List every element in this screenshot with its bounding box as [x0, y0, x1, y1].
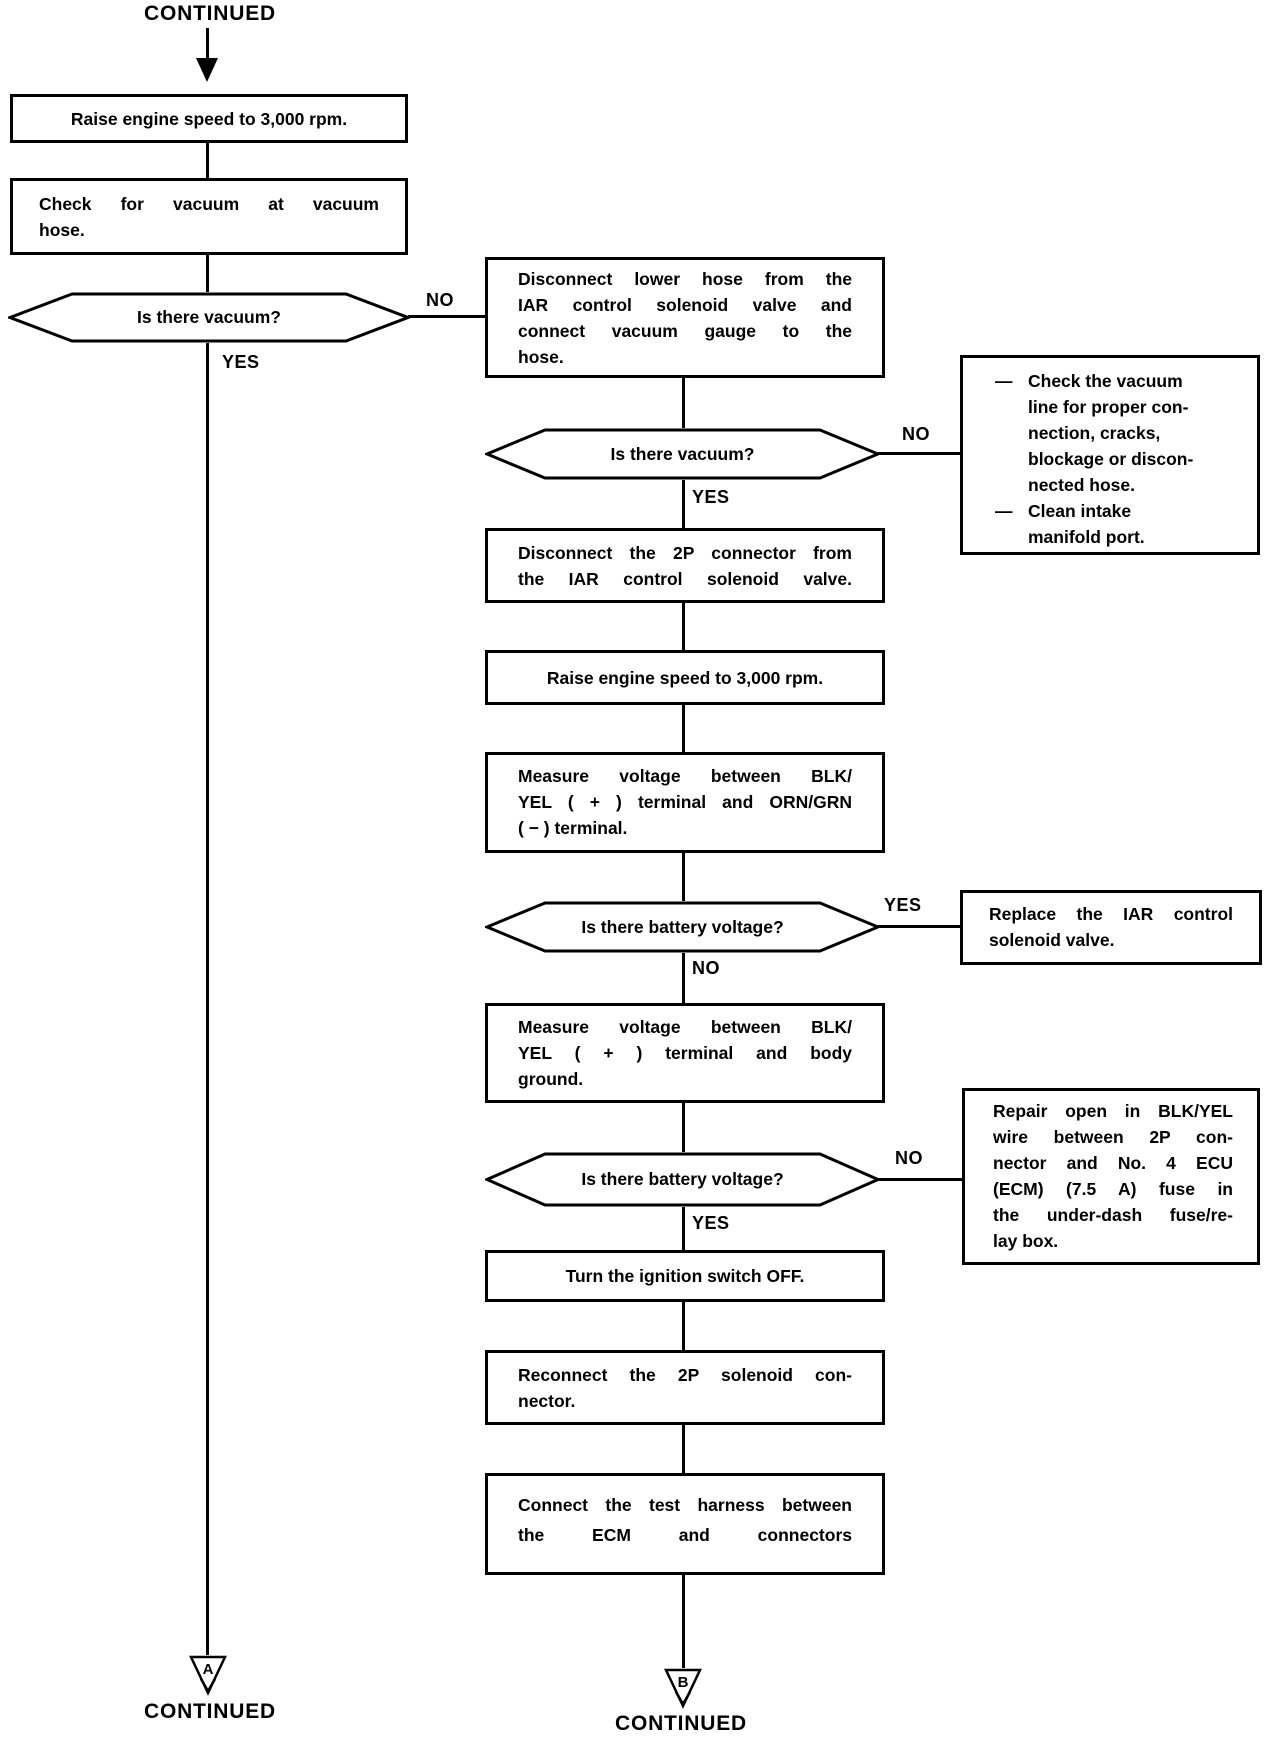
flow-line	[206, 255, 209, 292]
decision-is-there-vacuum-1: Is there vacuum?	[8, 292, 410, 343]
connector-letter: B	[678, 1674, 689, 1691]
flow-line	[682, 1207, 685, 1250]
connector-letter: A	[203, 1661, 214, 1678]
flow-line	[682, 378, 685, 428]
decision-text: Is there vacuum?	[137, 307, 281, 327]
flow-line	[878, 925, 960, 928]
process-reconnect-2p-solenoid: Reconnect the 2P solenoid con-nector.	[485, 1350, 885, 1425]
process-text: Raise engine speed to 3,000 rpm.	[546, 667, 824, 688]
flow-line	[206, 143, 209, 178]
process-measure-voltage-body-ground: Measure voltage between BLK/YEL ( + ) te…	[485, 1003, 885, 1103]
process-text: Turn the ignition switch OFF.	[565, 1266, 805, 1286]
continued-top-label: CONTINUED	[143, 2, 277, 25]
edge-label-yes-4: YES	[692, 1213, 730, 1233]
continued-bottom-left-label: CONTINUED	[143, 1700, 277, 1723]
flow-line	[682, 1575, 685, 1668]
decision-is-there-vacuum-2: Is there vacuum?	[485, 428, 880, 480]
flow-line	[682, 1103, 685, 1152]
flow-line	[682, 705, 685, 752]
process-ignition-switch-off: Turn the ignition switch OFF.	[485, 1250, 885, 1302]
arrowhead-down-icon	[196, 58, 218, 82]
decision-is-there-battery-voltage-2: Is there battery voltage?	[485, 1152, 880, 1207]
flow-line	[206, 28, 209, 62]
edge-label-yes-2: YES	[692, 487, 730, 507]
process-text: Raise engine speed to 3,000 rpm.	[70, 108, 348, 129]
process-text: Measure voltage between BLK/YEL ( + ) te…	[518, 1017, 852, 1089]
flow-line	[682, 1425, 685, 1473]
edge-label-yes-3: YES	[884, 895, 922, 915]
decision-text: Is there battery voltage?	[581, 916, 784, 937]
flow-line	[408, 315, 485, 318]
flow-line	[682, 953, 685, 1003]
process-raise-engine-speed-1: Raise engine speed to 3,000 rpm.	[10, 94, 408, 143]
bullet-dash: —	[995, 501, 1013, 521]
process-text: Reconnect the 2P solenoid con-nector.	[518, 1365, 852, 1411]
bullet-dash: —	[995, 371, 1013, 391]
flow-line	[878, 1178, 962, 1181]
edge-label-no-3: NO	[692, 958, 720, 978]
offpage-connector-a: A	[189, 1655, 227, 1696]
flow-line	[206, 343, 209, 1655]
process-text: Measure voltage between BLK/YEL ( + ) te…	[518, 766, 852, 838]
process-measure-voltage-orn-grn: Measure voltage between BLK/YEL ( + ) te…	[485, 752, 885, 853]
flow-line	[682, 603, 685, 650]
flow-line	[682, 853, 685, 901]
flow-line	[682, 480, 685, 528]
continued-bottom-middle-label: CONTINUED	[614, 1712, 748, 1735]
decision-text: Is there battery voltage?	[581, 1169, 784, 1189]
edge-label-yes-1: YES	[222, 352, 260, 372]
decision-is-there-battery-voltage-1: Is there battery voltage?	[485, 901, 880, 953]
offpage-connector-b: B	[664, 1668, 702, 1709]
process-raise-engine-speed-2: Raise engine speed to 3,000 rpm.	[485, 650, 885, 705]
decision-text: Is there vacuum?	[610, 443, 755, 464]
edge-label-no-2: NO	[902, 424, 930, 444]
edge-label-no-1: NO	[426, 290, 454, 310]
edge-label-no-4: NO	[895, 1148, 923, 1168]
flow-line	[878, 452, 960, 455]
flow-line	[682, 1302, 685, 1350]
